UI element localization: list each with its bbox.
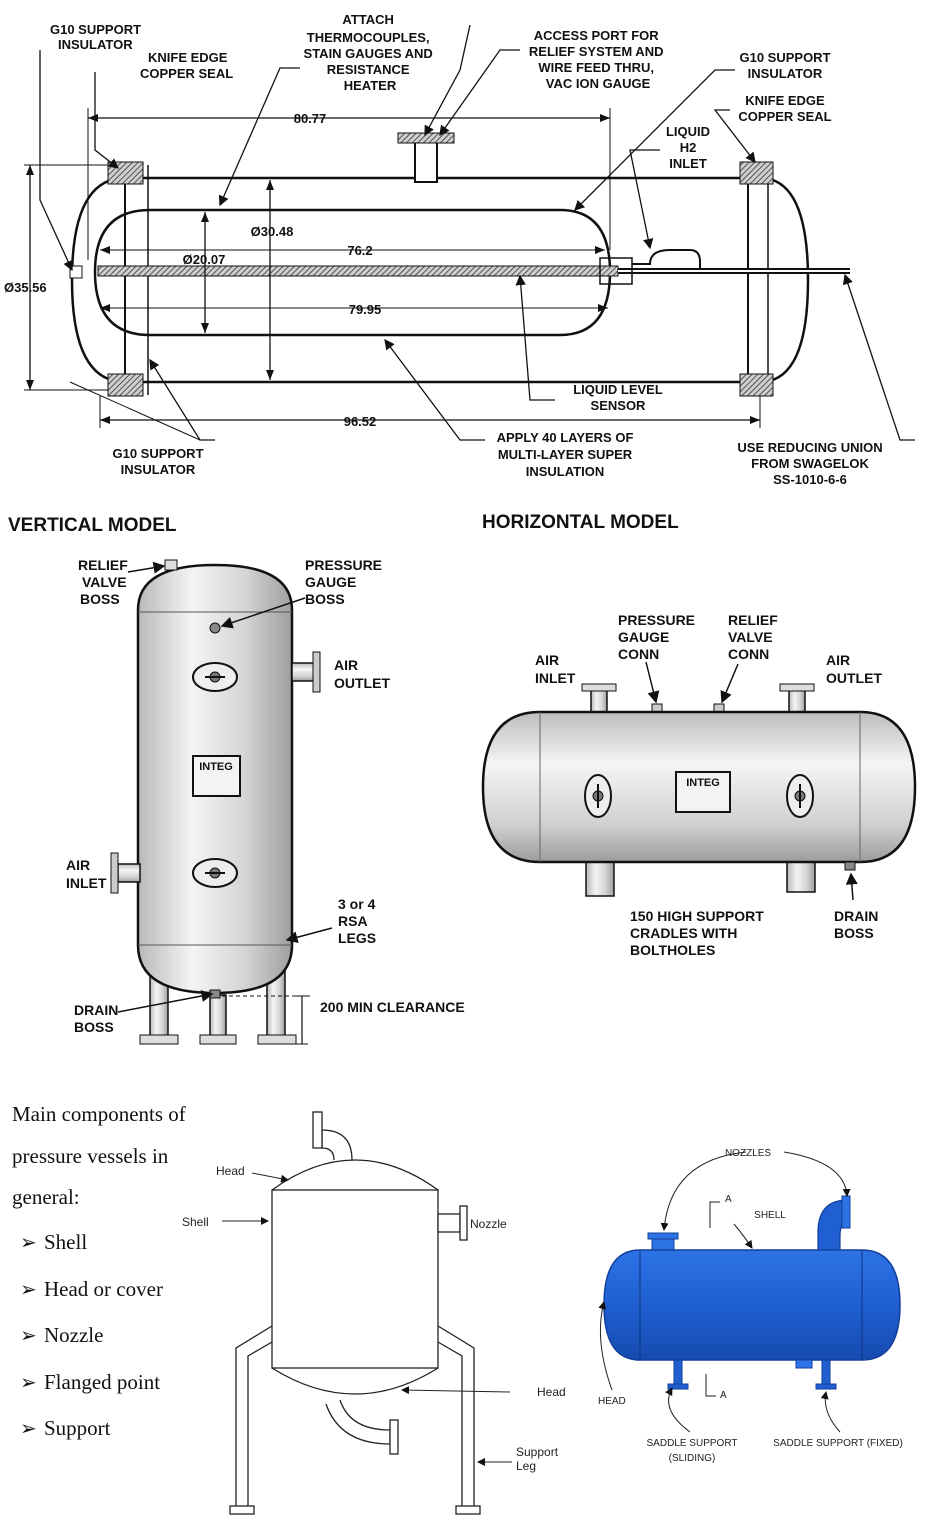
label-section-a-top: A: [725, 1194, 732, 1205]
shell: [271, 1189, 439, 1369]
dim-80-77: 80.77: [294, 111, 327, 126]
label-saddle-fixed: SADDLE SUPPORT (FIXED): [773, 1438, 903, 1449]
end-fitting: [69, 265, 83, 279]
relief-valve-boss: [164, 559, 178, 571]
dim-20-07: Ø20.07: [183, 252, 226, 267]
label-attach: ATTACH THERMOCOUPLES, STAIN GAUGES AND R…: [304, 12, 437, 93]
access-port: [414, 141, 438, 183]
nameplate: [675, 771, 731, 813]
label-head-blue: HEAD: [598, 1396, 626, 1407]
dim-30-48: Ø30.48: [251, 224, 294, 239]
bullet-icon: ➢: [20, 1372, 37, 1394]
label-saddle-sliding: SADDLE SUPPORT(SLIDING): [647, 1438, 738, 1464]
label-access-port: ACCESS PORT FOR RELIEF SYSTEM AND WIRE F…: [529, 28, 667, 91]
blue-vessel-drawing: NOZZLES SHELL A A HEAD SADDLE SUPPORT(SL…: [598, 1148, 903, 1464]
air-inlet-nozzle: [117, 863, 141, 883]
top-head: [271, 1159, 439, 1191]
blue-vessel-body: [603, 1249, 901, 1361]
bullet-icon: ➢: [20, 1232, 37, 1254]
inner-tank: [93, 208, 612, 337]
components-title: Main components of pressure vessels in g…: [12, 1102, 191, 1209]
dim-79-95: 79.95: [349, 302, 382, 317]
leg-foot: [257, 1034, 297, 1045]
component-item: Support: [44, 1416, 111, 1440]
component-item: Head or cover: [44, 1277, 163, 1301]
label-section-a-bottom: A: [720, 1390, 727, 1401]
drain-boss: [844, 861, 856, 871]
air-outlet-nozzle: [788, 687, 806, 715]
union-fitting: [599, 257, 633, 285]
components-list: ➢ Shell ➢ Head or cover ➢ Nozzle ➢ Flang…: [20, 1230, 163, 1440]
vertical-model: VERTICAL MODEL INTEG: [8, 515, 465, 1045]
vertical-model-title: VERTICAL MODEL: [8, 515, 177, 536]
pressure-gauge-boss: [209, 622, 221, 634]
label-head-top: Head: [216, 1164, 245, 1178]
components-section: Main components of pressure vessels in g…: [12, 1102, 191, 1440]
component-item: Nozzle: [44, 1323, 103, 1347]
bullet-icon: ➢: [20, 1279, 37, 1301]
nameplate-text: INTEG: [199, 761, 233, 773]
h2-inlet-pipe: [632, 249, 701, 268]
label-clearance: 200 MIN CLEARANCE: [320, 999, 465, 1015]
bottom-head: [271, 1367, 439, 1395]
leg-foot: [139, 1034, 179, 1045]
outer-shell: [70, 176, 810, 384]
component-item: Shell: [44, 1230, 87, 1254]
support-leg: [437, 1325, 475, 1508]
seal-block: [739, 373, 774, 397]
dim-96-52: 96.52: [344, 414, 377, 429]
air-outlet-nozzle: [291, 662, 315, 682]
seal-block: [107, 161, 144, 185]
label-head-bottom: Head: [537, 1385, 566, 1399]
seal-block: [107, 373, 144, 397]
bullet-icon: ➢: [20, 1418, 37, 1440]
horizontal-model-title: HORIZONTAL MODEL: [482, 512, 679, 533]
nameplate: [192, 755, 241, 797]
leg-foot: [199, 1034, 237, 1045]
leg: [209, 994, 227, 1038]
label-shell-blue: SHELL: [754, 1210, 786, 1221]
label-nozzle: Nozzle: [470, 1217, 507, 1231]
dim-76-2: 76.2: [347, 243, 372, 258]
bullet-icon: ➢: [20, 1325, 37, 1347]
nameplate-text: INTEG: [686, 777, 720, 789]
component-item: Flanged point: [44, 1370, 160, 1394]
air-inlet-nozzle: [590, 687, 608, 715]
seal-block: [739, 161, 774, 185]
support-leg: [235, 1325, 273, 1508]
simple-vessel-drawing: [229, 1111, 481, 1515]
label-shell: Shell: [182, 1215, 209, 1229]
dim-35-56: Ø35.56: [4, 280, 47, 295]
label-nozzles: NOZZLES: [725, 1148, 771, 1159]
side-nozzle: [437, 1213, 461, 1233]
level-sensor-tube: [97, 265, 619, 277]
